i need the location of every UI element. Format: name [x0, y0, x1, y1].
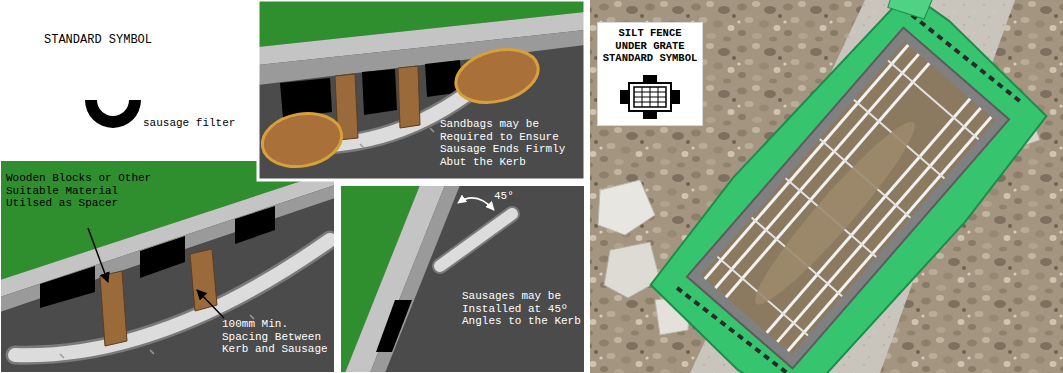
- note-text: Sausages may be Installed at 45º Angles …: [462, 290, 584, 328]
- symbol-title: STANDARD SYMBOL: [44, 34, 194, 48]
- grate-photo-part-part: [705, 45, 991, 351]
- silt-fence-symbol-part: [634, 87, 666, 107]
- silt-fence-symbol-part: [672, 90, 680, 104]
- silt-fence-symbol-part: [643, 112, 657, 119]
- sandbag-panel-part: [258, 0, 585, 180]
- grate-photo-part-part-part: [767, 99, 970, 333]
- spacer-panel-part: [100, 271, 127, 346]
- angled-panel-part: [340, 185, 585, 373]
- grate-photo-part-part: [676, 10, 1023, 373]
- spacer-panel-part: [140, 236, 185, 278]
- spacer-panel: [0, 160, 335, 373]
- note-text: Sandbags may be Required to Ensure Sausa…: [440, 118, 582, 169]
- grate-photo-part-part: [717, 61, 978, 336]
- grate-photo-part-part: [743, 111, 928, 316]
- spacer-panel-part: [0, 160, 335, 373]
- spacer-panel-part: [190, 249, 217, 311]
- grate-photo-part-part: [701, 42, 995, 355]
- angled-panel-part: [458, 198, 494, 210]
- silt-fence-symbol-part: [634, 87, 666, 107]
- callout-text: Wooden Blocks or Other Suitable Material…: [6, 172, 164, 210]
- panel-border: [0, 160, 335, 373]
- grate-photo: [590, 0, 1063, 373]
- grate-photo-part: [598, 180, 655, 235]
- sandbag-panel: [258, 0, 585, 180]
- sausage-symbol: [85, 100, 141, 128]
- angle-label: 45°: [494, 190, 534, 203]
- silt-fence-symbol: [619, 74, 681, 120]
- sandbag-panel-part: [450, 41, 544, 111]
- dimension-note: 100mm Min. Spacing Between Kerb and Saus…: [222, 318, 335, 356]
- sandbag-panel-part: [360, 128, 434, 148]
- panel-border: [258, 0, 585, 180]
- angled-panel-part: [440, 214, 512, 266]
- box-text: SILT FENCE UNDER GRATE STANDARD SYMBOL: [598, 23, 702, 65]
- silt-fence-symbol-part: [629, 83, 671, 111]
- spacer-panel-part: [40, 266, 95, 308]
- sausage-symbol-part: [85, 100, 141, 128]
- spacer-panel-part: [197, 290, 224, 318]
- silt-fence-symbol-part: [620, 90, 628, 104]
- sandbag-panel-part: [258, 107, 346, 172]
- silt-fence-symbol-part: [643, 75, 657, 82]
- symbol-caption: sausage filter: [143, 117, 263, 130]
- sandbag-panel-part: [398, 66, 420, 128]
- angled-panel: [340, 185, 585, 373]
- grate-photo-part-part: [687, 28, 1009, 369]
- angled-panel-part: [370, 185, 460, 373]
- spacer-panel-part: [88, 228, 108, 282]
- panel-border: [340, 185, 585, 373]
- sandbag-panel-part: [362, 69, 397, 115]
- angled-panel-part: [376, 300, 412, 352]
- spacer-panel-part: [235, 206, 275, 244]
- grate-photo-part-part: [877, 0, 944, 30]
- angled-panel-part: [440, 214, 512, 266]
- grate-photo-part: [604, 242, 660, 298]
